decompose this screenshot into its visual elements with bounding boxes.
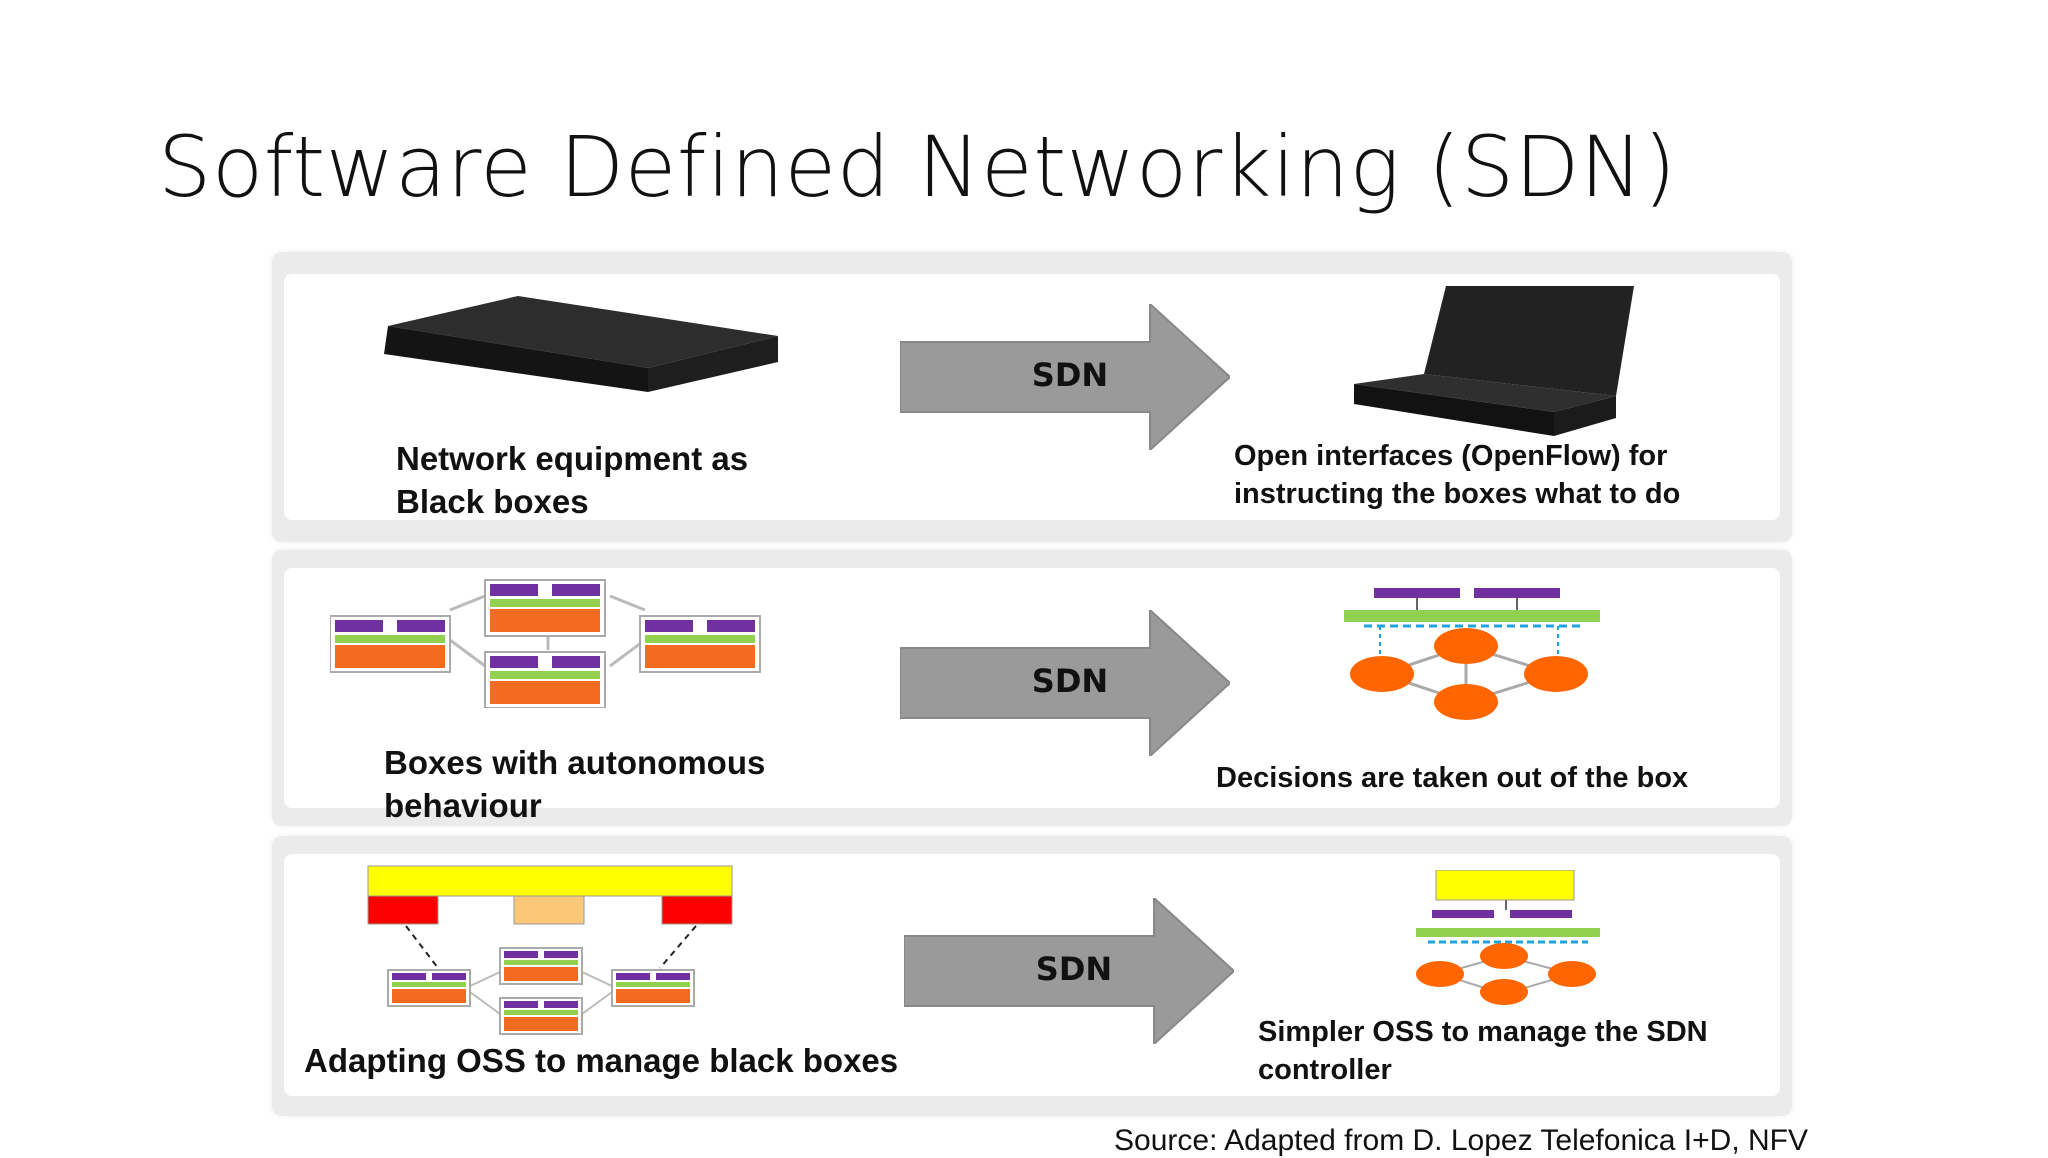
network-box-icon [330, 615, 451, 673]
sdn-arrow-2-label: SDN [1031, 662, 1109, 700]
network-node-icon [1548, 961, 1596, 987]
open-box-image [1354, 286, 1634, 436]
network-node-icon [1524, 656, 1588, 692]
network-node-icon [1434, 684, 1498, 720]
network-box-icon [484, 579, 606, 637]
network-box-icon [611, 969, 695, 1007]
network-box-icon [499, 947, 583, 985]
autonomous-boxes-diagram [330, 579, 761, 708]
simple-oss-controller-diagram [1416, 870, 1600, 1005]
oss-black-boxes-diagram [367, 865, 733, 1035]
network-node-icon [1434, 628, 1498, 664]
network-box-icon [484, 651, 606, 708]
sdn-arrow-3 [904, 898, 1234, 1044]
sdn-arrow-3-label: SDN [1035, 950, 1113, 988]
sdn-arrow-1-label: SDN [1031, 356, 1109, 394]
network-box-icon [499, 997, 583, 1035]
row2-left-label: Boxes with autonomous behaviour [384, 744, 766, 824]
slide-title: Software Defined Networking (SDN) [158, 118, 1677, 216]
network-box-icon [639, 615, 761, 673]
row2-right-label: Decisions are taken out of the box [1216, 762, 1689, 794]
row1-right-label: Open interfaces (OpenFlow) for instructi… [1234, 440, 1681, 510]
network-node-icon [1416, 961, 1464, 987]
row-panel-2-inner: Boxes with autonomous behaviour SDN [284, 568, 1780, 824]
row-panel-2: Boxes with autonomous behaviour SDN [272, 550, 1792, 826]
row-panel-3-inner: Adapting OSS to manage black boxes SDN S… [284, 854, 1780, 1096]
source-citation: Source: Adapted from D. Lopez Telefonica… [1114, 1124, 1808, 1157]
sdn-arrow-1 [900, 304, 1230, 450]
black-box-image [384, 296, 778, 392]
network-node-icon [1480, 979, 1528, 1005]
row3-left-label: Adapting OSS to manage black boxes [304, 1042, 899, 1079]
sdn-controller-diagram [1344, 588, 1600, 720]
row1-left-label: Network equipment as Black boxes [396, 440, 749, 520]
network-node-icon [1350, 656, 1414, 692]
sdn-arrow-2 [900, 610, 1230, 756]
row-panel-1: Network equipment as Black boxes SDN Ope… [272, 252, 1792, 542]
network-node-icon [1480, 943, 1528, 969]
row-panel-3: Adapting OSS to manage black boxes SDN S… [272, 836, 1792, 1116]
row-panel-1-inner: Network equipment as Black boxes SDN Ope… [284, 274, 1780, 520]
network-box-icon [387, 969, 471, 1007]
row3-right-label: Simpler OSS to manage the SDN controller [1258, 1016, 1708, 1086]
